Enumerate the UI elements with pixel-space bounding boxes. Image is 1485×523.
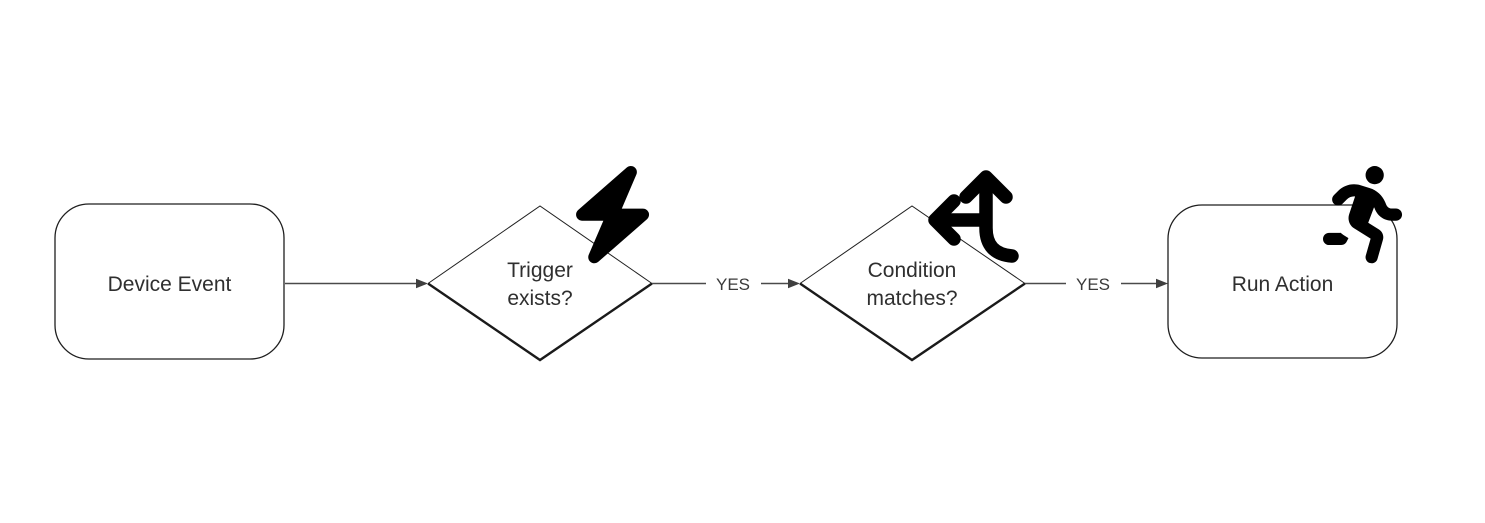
device-event-label: Device Event <box>108 273 232 296</box>
node-condition-matches: Condition matches? <box>799 170 1026 362</box>
arrowhead-icon <box>1156 278 1168 289</box>
edge-condition-to-run: YES <box>1025 275 1168 294</box>
node-device-event: Device Event <box>54 203 285 360</box>
trigger-diamond-top-edges <box>427 205 653 284</box>
trigger-exists-label-line2: exists? <box>507 287 572 310</box>
run-action-label: Run Action <box>1232 273 1334 296</box>
node-trigger-exists: Trigger exists? <box>427 165 653 362</box>
condition-diamond-bottom-edges <box>799 282 1026 362</box>
node-run-action: Run Action <box>1167 166 1403 359</box>
arrowhead-icon <box>788 278 800 289</box>
person-running-icon <box>1323 166 1403 264</box>
arrows-split-up-left-icon <box>928 170 1019 263</box>
condition-matches-label-line1: Condition <box>868 259 957 282</box>
arrowhead-icon <box>416 278 428 289</box>
trigger-exists-label-line1: Trigger <box>507 259 573 282</box>
edge-label-yes-1: YES <box>716 275 750 294</box>
edge-trigger-to-condition: YES <box>652 275 800 294</box>
lightning-bolt-icon <box>576 165 650 264</box>
edge-label-yes-2: YES <box>1076 275 1110 294</box>
condition-diamond-top-edges <box>799 205 1026 284</box>
edge-device-to-trigger <box>285 278 428 289</box>
device-event-shape <box>54 203 285 360</box>
condition-matches-label-line2: matches? <box>866 287 957 310</box>
trigger-diamond-bottom-edges <box>427 282 653 362</box>
